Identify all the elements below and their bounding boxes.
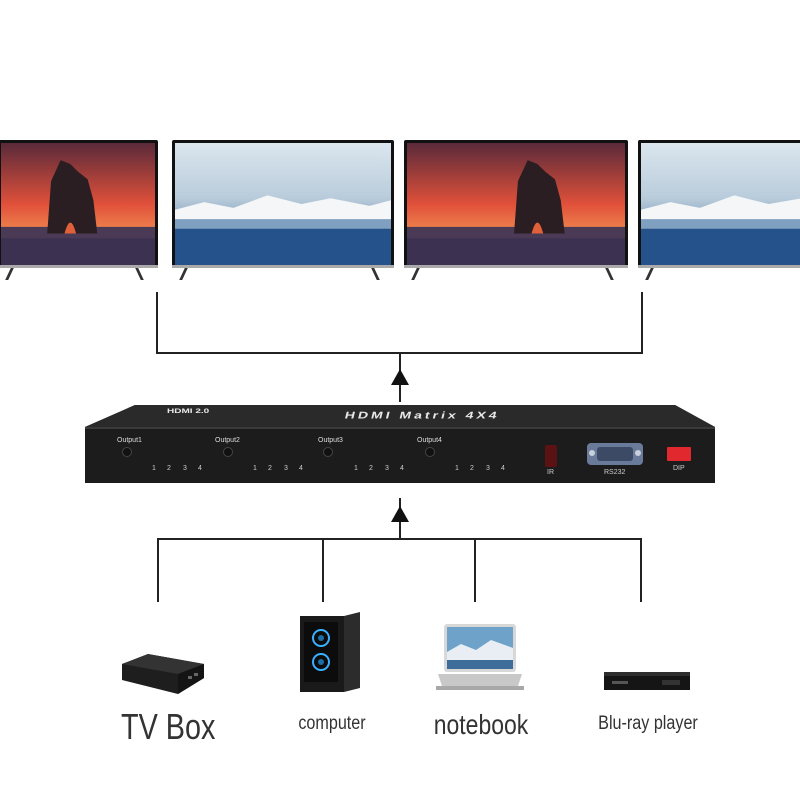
tv-display-2 [172, 140, 394, 280]
brand-label: HDMI 2.0 [167, 408, 210, 415]
channel-number: 2 [470, 465, 474, 472]
connector-line [640, 538, 642, 602]
channel-number: 4 [400, 465, 404, 472]
output-label-2: Output2 [215, 437, 240, 444]
source-label-computer: computer [298, 713, 366, 734]
channel-number: 3 [284, 465, 288, 472]
tv-display-3 [404, 140, 628, 280]
source-label-notebook: notebook [433, 709, 529, 740]
channel-number: 2 [167, 465, 171, 472]
channel-number: 3 [183, 465, 187, 472]
tv-screen [172, 140, 394, 268]
tv-display-4 [638, 140, 800, 280]
rs232-label: RS232 [604, 469, 626, 476]
connector-line [156, 292, 158, 354]
channel-number: 4 [198, 465, 202, 472]
tv-screen [0, 140, 158, 268]
ir-receiver [545, 445, 557, 467]
source-label-tv-box: TV Box [121, 706, 216, 747]
dip-switch[interactable] [667, 447, 691, 461]
channel-number: 4 [299, 465, 303, 472]
arrow-up-icon [391, 506, 409, 522]
rs232-port[interactable] [587, 443, 643, 465]
laptop-icon [436, 624, 524, 690]
output-1-button[interactable] [122, 447, 132, 457]
channel-number: 1 [152, 465, 156, 472]
connector-line [474, 538, 476, 602]
output-4-button[interactable] [425, 447, 435, 457]
channel-number: 2 [369, 465, 373, 472]
source-label-bluray: Blu-ray player [598, 713, 698, 734]
output-label-1: Output1 [117, 437, 142, 444]
output-3-button[interactable] [323, 447, 333, 457]
connector-line [322, 538, 324, 602]
connector-line [157, 538, 159, 602]
dip-label: DIP [673, 465, 685, 472]
channel-number: 1 [354, 465, 358, 472]
connector-line [157, 538, 642, 540]
tv-display-1 [0, 140, 158, 280]
device-title: HDMI Matrix 4X4 [343, 409, 502, 421]
hdmi-matrix-device: HDMI 2.0 HDMI Matrix 4X4 Output1 Output2… [85, 405, 715, 485]
channel-number: 1 [455, 465, 459, 472]
connector-line [641, 292, 643, 354]
arrow-up-icon [391, 369, 409, 385]
channel-number: 3 [385, 465, 389, 472]
channel-number: 2 [268, 465, 272, 472]
channel-number: 4 [501, 465, 505, 472]
tv-box-icon [122, 654, 204, 694]
output-2-button[interactable] [223, 447, 233, 457]
output-label-3: Output3 [318, 437, 343, 444]
tv-screen [638, 140, 800, 268]
channel-number: 1 [253, 465, 257, 472]
tv-screen [404, 140, 628, 268]
pc-tower-icon [300, 612, 360, 692]
ir-label: IR [547, 469, 554, 476]
bluray-player-icon [604, 672, 690, 690]
channel-number: 3 [486, 465, 490, 472]
output-label-4: Output4 [417, 437, 442, 444]
